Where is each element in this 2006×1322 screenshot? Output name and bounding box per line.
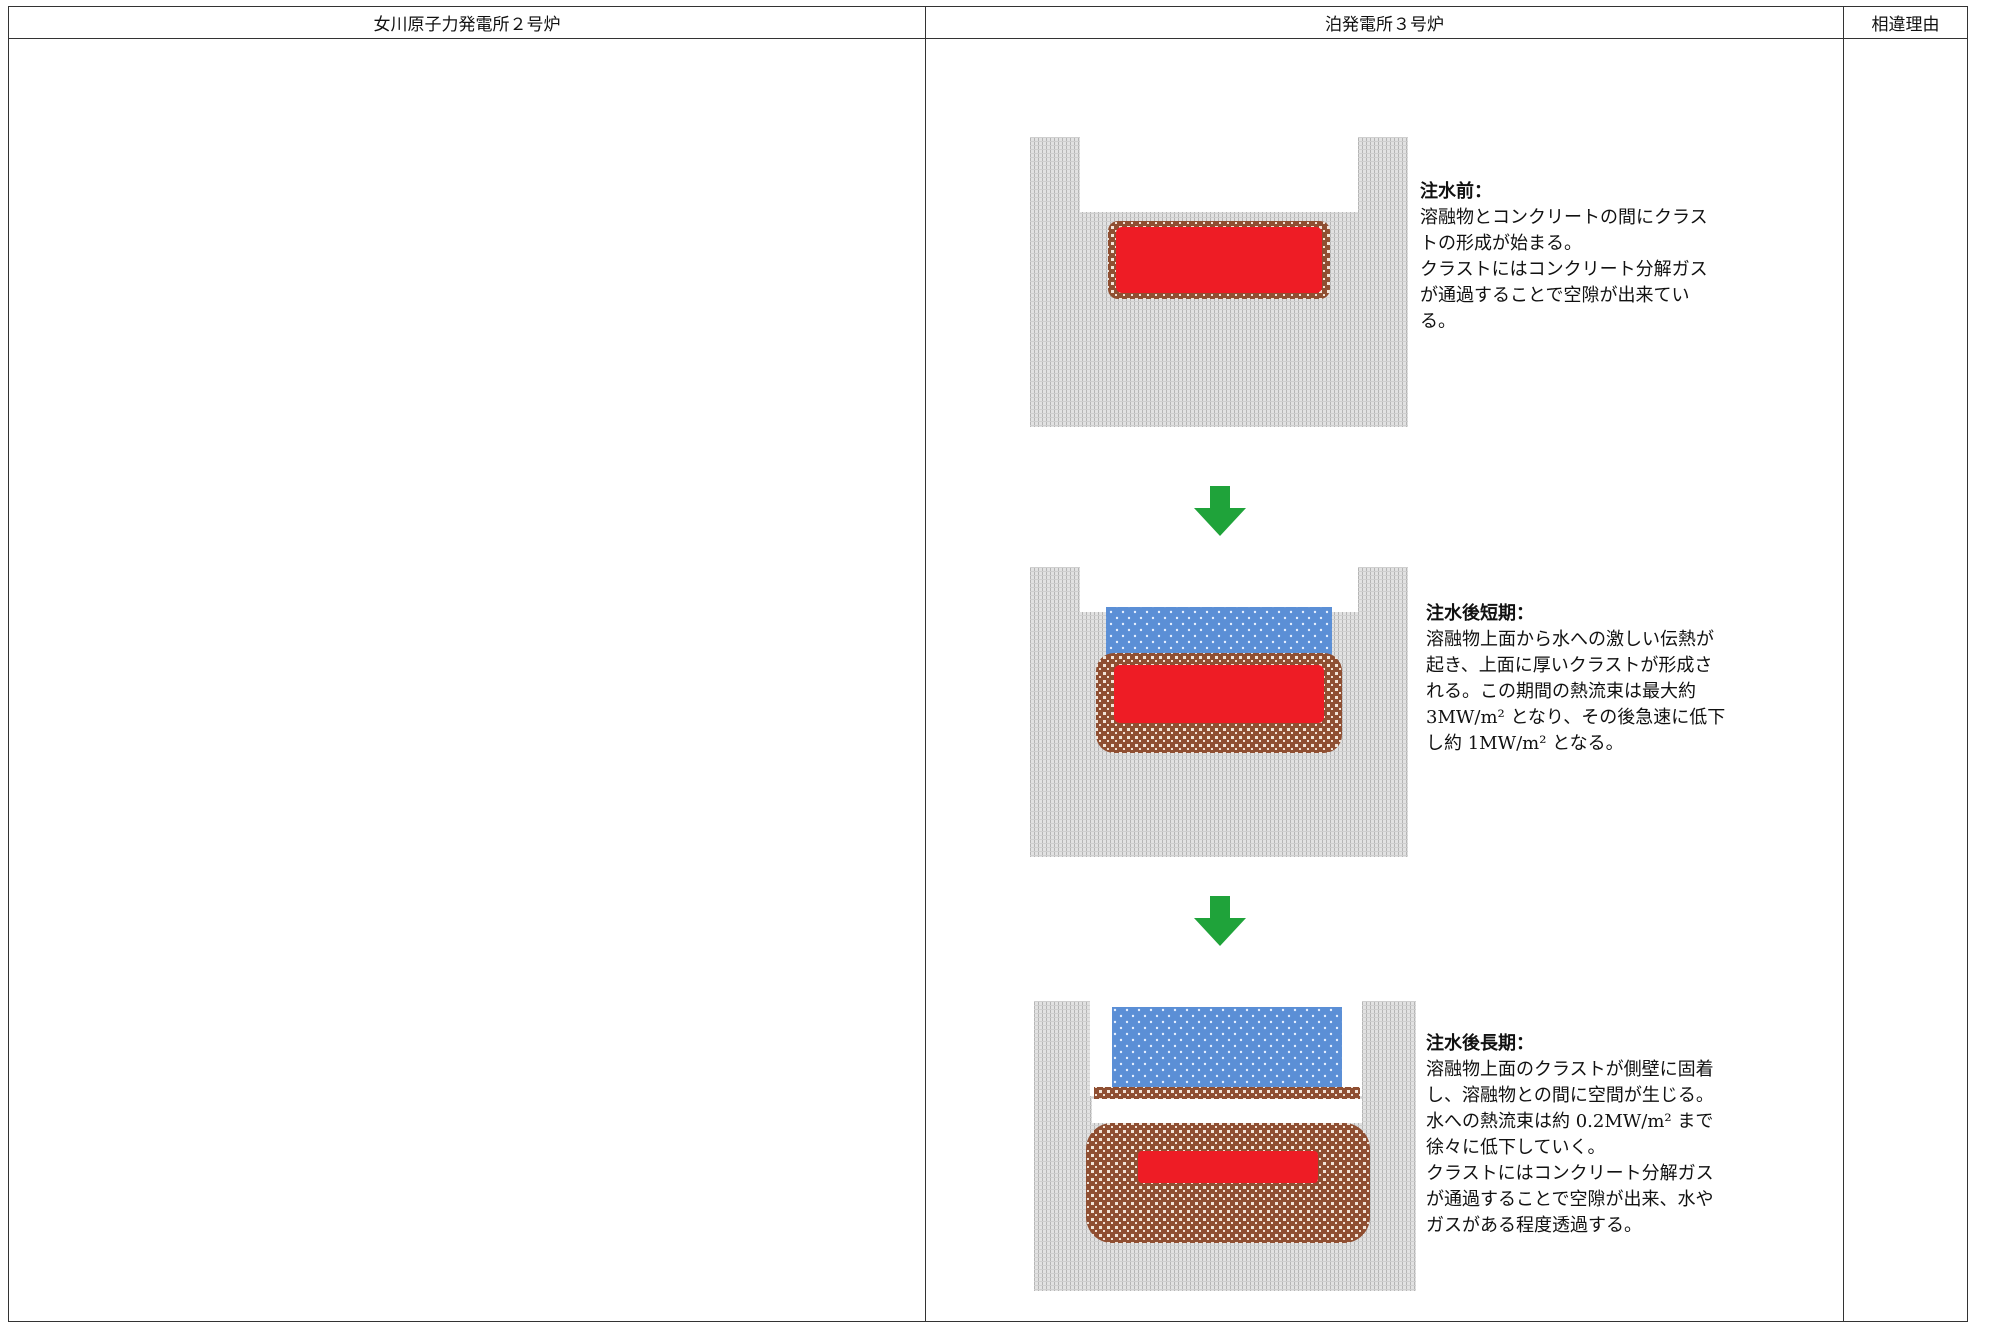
down-arrow-icon bbox=[1194, 486, 1246, 536]
comparison-table: 女川原子力発電所２号炉 泊発電所３号炉 相違理由 bbox=[8, 6, 1968, 1322]
header-reason: 相違理由 bbox=[1843, 6, 1968, 39]
desc-text: 溶融物上面から水への激しい伝熱が 起き、上面に厚いクラストが形成さ れる。この期… bbox=[1426, 629, 1726, 754]
desc-before-injection: 注水前： 溶融物とコンクリートの間にクラス トの形成が始まる。 クラストにはコン… bbox=[1420, 179, 1770, 335]
desc-long-term: 注水後長期： 溶融物上面のクラストが側壁に固着 し、溶融物との間に空間が生じる。… bbox=[1426, 1031, 1776, 1239]
desc-title: 注水後長期： bbox=[1426, 1033, 1534, 1054]
diagram-short-term bbox=[1030, 567, 1408, 857]
diagram-long-term bbox=[1034, 1001, 1416, 1291]
diagram-before-injection bbox=[1030, 137, 1408, 427]
cavity-opening bbox=[1080, 137, 1358, 212]
onagawa-cell-empty bbox=[8, 38, 926, 1322]
mcci-figure: 注水前： 溶融物とコンクリートの間にクラス トの形成が始まる。 クラストにはコン… bbox=[926, 39, 1843, 1321]
desc-short-term: 注水後短期： 溶融物上面から水への激しい伝熱が 起き、上面に厚いクラストが形成さ… bbox=[1426, 601, 1776, 757]
desc-text: 溶融物上面のクラストが側壁に固着 し、溶融物との間に空間が生じる。 水への熱流束… bbox=[1426, 1059, 1714, 1236]
upper-crust bbox=[1094, 1087, 1360, 1099]
desc-title: 注水前： bbox=[1420, 181, 1492, 202]
tomari-cell: 注水前： 溶融物とコンクリートの間にクラス トの形成が始まる。 クラストにはコン… bbox=[925, 38, 1844, 1322]
desc-text: 溶融物とコンクリートの間にクラス トの形成が始まる。 クラストにはコンクリート分… bbox=[1420, 207, 1708, 332]
desc-title: 注水後短期： bbox=[1426, 603, 1534, 624]
header-tomari: 泊発電所３号炉 bbox=[925, 6, 1844, 39]
down-arrow-icon bbox=[1194, 896, 1246, 946]
molten-debris bbox=[1116, 227, 1322, 293]
molten-debris bbox=[1114, 665, 1324, 723]
page-caption-clipped bbox=[0, 0, 2006, 4]
reason-cell-empty bbox=[1843, 38, 1968, 1322]
water-layer bbox=[1106, 607, 1332, 655]
cavity-opening bbox=[1080, 567, 1358, 612]
water-layer bbox=[1112, 1007, 1342, 1087]
header-onagawa: 女川原子力発電所２号炉 bbox=[8, 6, 926, 39]
molten-debris bbox=[1138, 1151, 1318, 1183]
gap-space bbox=[1092, 1099, 1362, 1123]
